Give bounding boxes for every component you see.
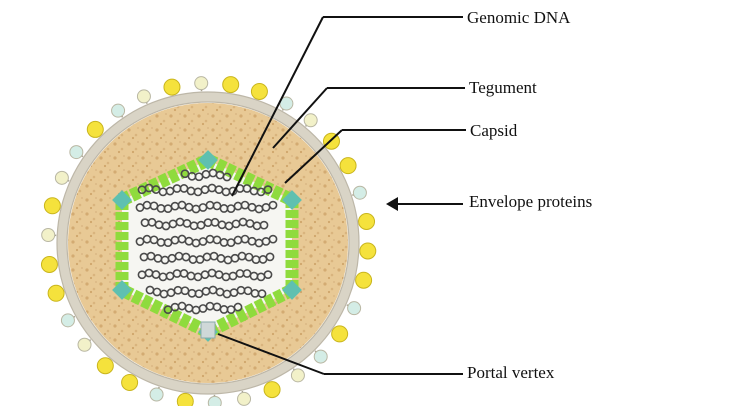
envelope-protein [137, 90, 150, 103]
capsomer [132, 192, 140, 196]
envelope-protein [359, 213, 375, 229]
capsomer [143, 300, 151, 304]
capsomer [189, 165, 197, 169]
capsomer [275, 295, 282, 299]
capsomer [238, 313, 245, 317]
envelope-protein [177, 393, 193, 406]
envelope-protein [42, 229, 55, 242]
envelope-protein [356, 272, 372, 288]
capsomer [153, 305, 161, 309]
label-genomic-dna: Genomic DNA [467, 9, 570, 26]
portal-vertex [201, 322, 215, 338]
capsomer [219, 323, 226, 327]
arrow-left-icon [386, 197, 398, 211]
envelope-protein [208, 396, 221, 406]
envelope-protein [348, 302, 361, 315]
label-capsid: Capsid [470, 122, 517, 139]
label-tegument: Tegument [469, 79, 537, 96]
capsomer [227, 169, 234, 173]
envelope-protein [195, 77, 208, 90]
envelope-protein [150, 388, 163, 401]
envelope-protein [61, 314, 74, 327]
label-portal-vertex: Portal vertex [467, 364, 554, 381]
envelope-protein [55, 171, 68, 184]
capsomer [257, 304, 264, 308]
capsomer [273, 191, 280, 195]
label-envelope-proteins: Envelope proteins [469, 193, 592, 210]
capsomer [133, 296, 141, 300]
envelope-protein [78, 338, 91, 351]
capsomer [172, 314, 180, 318]
capsomer [160, 179, 168, 183]
envelope-protein [340, 158, 356, 174]
envelope-protein [97, 358, 113, 374]
envelope-protein [87, 121, 103, 137]
envelope-protein [70, 146, 83, 159]
envelope-protein [332, 326, 348, 342]
envelope-protein [112, 104, 125, 117]
capsomer [229, 318, 236, 322]
capsomer [255, 182, 262, 186]
capsomer [191, 324, 199, 328]
capsomer [181, 319, 189, 323]
envelope-protein [304, 114, 317, 127]
capsomer [245, 178, 252, 182]
envelope-protein [122, 374, 138, 390]
envelope-protein [223, 77, 239, 93]
capsomer [266, 299, 273, 303]
capsomer [247, 309, 254, 313]
envelope-protein [264, 382, 280, 398]
envelope-protein [314, 350, 327, 363]
envelope-protein [44, 198, 60, 214]
envelope-protein [41, 257, 57, 273]
envelope-protein [251, 83, 267, 99]
envelope-protein [291, 369, 304, 382]
envelope-protein [48, 285, 64, 301]
envelope-protein [238, 392, 251, 405]
envelope-protein [353, 186, 366, 199]
envelope-protein [164, 79, 180, 95]
capsomer [170, 174, 178, 178]
envelope-protein [360, 243, 376, 259]
capsomer [217, 164, 224, 168]
